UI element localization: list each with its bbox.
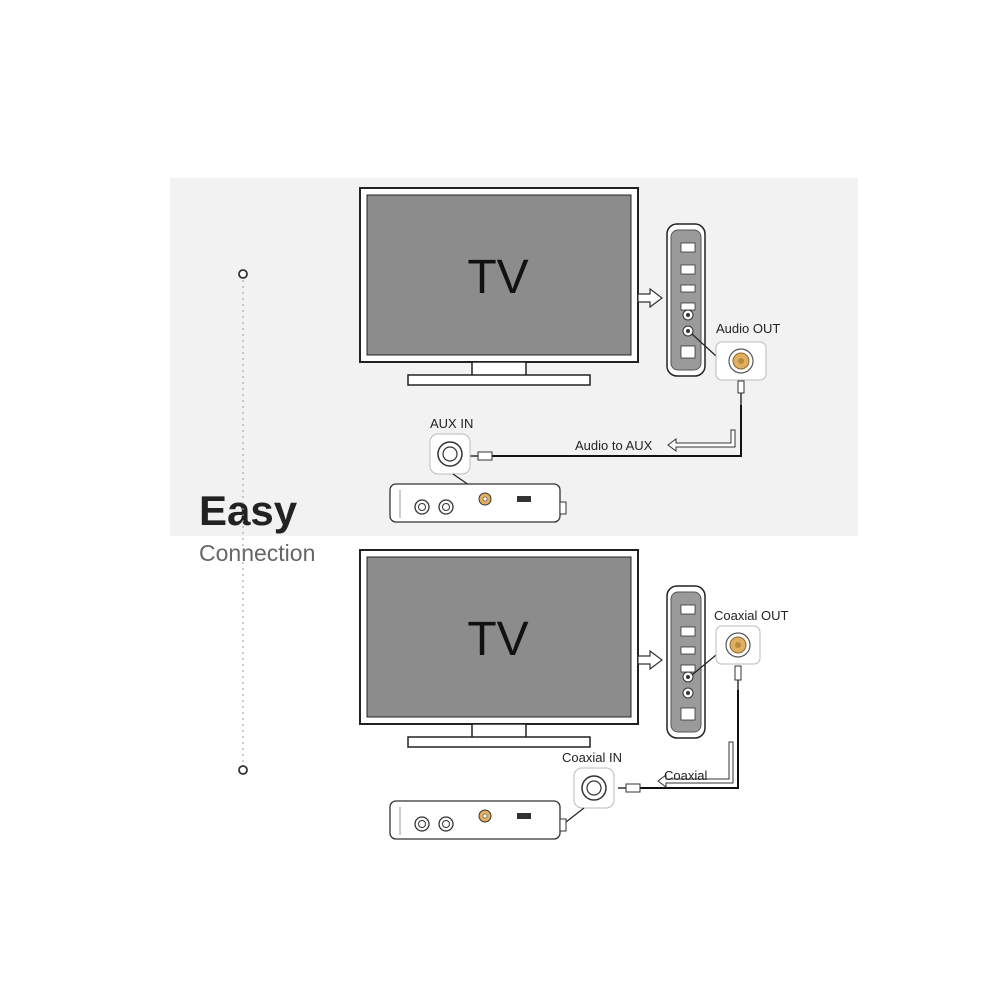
flow-arrow-icon (667, 429, 736, 452)
tv-label-top: TV (467, 251, 528, 304)
aux-in-label: AUX IN (430, 416, 473, 431)
tv-label-bottom: TV (467, 613, 528, 666)
flow-arrow-icon (657, 741, 734, 788)
set-top-box-top (389, 483, 567, 523)
setup-audio-aux: TV Audio OUT Audio to AUX AUX IN (359, 187, 780, 523)
arrow-right-icon (637, 288, 663, 308)
title-easy: Easy (199, 487, 298, 534)
audio-cable (492, 405, 742, 457)
tv-port-panel-bottom (666, 585, 706, 739)
timeline-dot-bottom (238, 765, 248, 775)
arrow-right-icon (637, 650, 663, 670)
coaxial-out-label: Coaxial OUT (714, 608, 788, 623)
set-top-box-bottom (389, 800, 567, 840)
setup-coaxial: TV Coaxial OUT Coaxial Coaxial IN (359, 549, 788, 840)
coaxial-in-label: Coaxial IN (562, 750, 622, 765)
cable-label-coaxial: Coaxial (664, 768, 707, 783)
subtitle-connection: Connection (199, 540, 316, 566)
cable-label-audio: Audio to AUX (575, 438, 653, 453)
audio-out-label: Audio OUT (716, 321, 780, 336)
coaxial-cable (640, 690, 739, 789)
tv-port-panel-top (666, 223, 706, 377)
timeline-dot-top (238, 269, 248, 279)
